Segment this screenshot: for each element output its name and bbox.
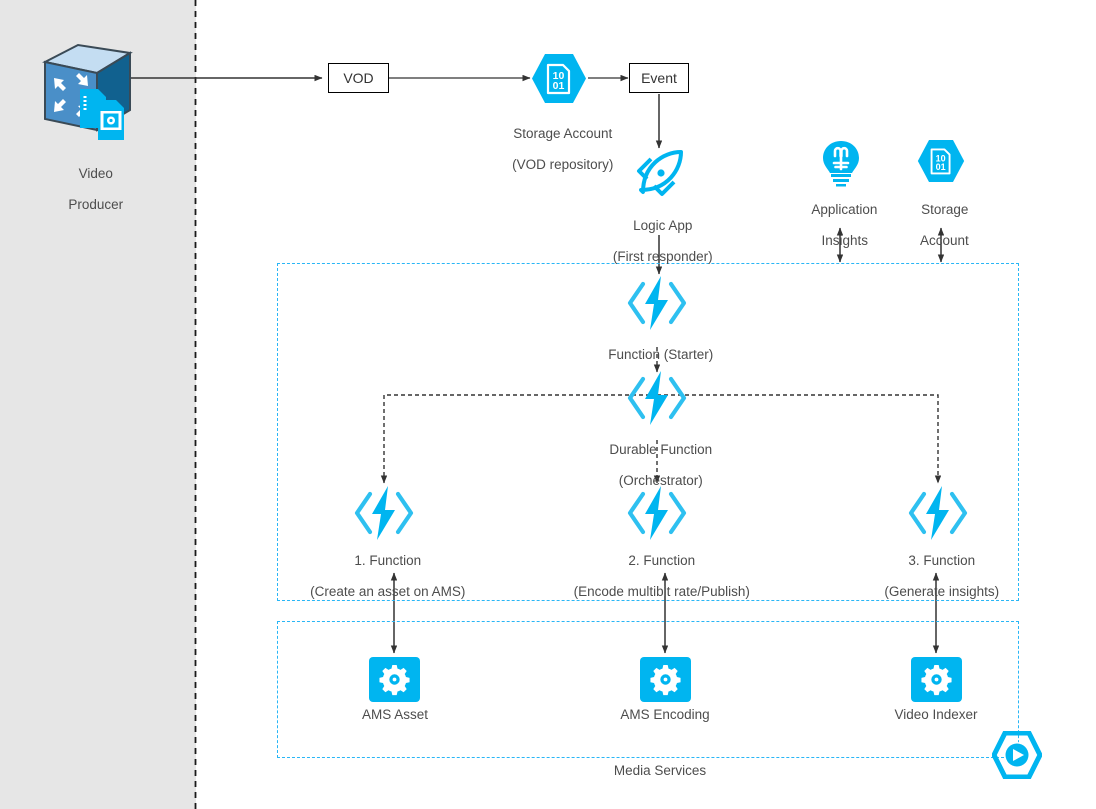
azure-function-icon bbox=[627, 486, 687, 540]
video-indexer-label: Video Indexer bbox=[894, 707, 978, 722]
svg-text:10: 10 bbox=[936, 153, 946, 163]
function-1-label-line2: (Create an asset on AMS) bbox=[310, 583, 466, 599]
logic-app-rocket-icon bbox=[637, 150, 683, 196]
ams-encoding-node[interactable] bbox=[640, 657, 691, 702]
application-insights-bulb-icon bbox=[823, 141, 859, 187]
durable-function-label-line1: Durable Function bbox=[609, 441, 713, 457]
durable-function-node[interactable] bbox=[625, 369, 689, 427]
storage-account-vod-label: Storage Account (VOD repository) bbox=[469, 110, 649, 172]
function-starter-label-line1: Function (Starter) bbox=[608, 346, 714, 362]
svg-text:01: 01 bbox=[936, 162, 946, 172]
storage-account-vod-node[interactable]: 10 01 bbox=[531, 52, 587, 105]
media-services-caption: Media Services bbox=[613, 763, 707, 778]
storage-account-label-line2: Account bbox=[919, 232, 969, 248]
application-insights-label-line1: Application bbox=[811, 201, 878, 217]
application-insights-label-line2: Insights bbox=[821, 232, 869, 248]
event-box[interactable]: Event bbox=[629, 63, 689, 93]
edge-orchestrator-to-function-3 bbox=[657, 394, 942, 484]
ams-gear-icon bbox=[640, 657, 691, 702]
application-insights-label: Application Insights bbox=[770, 186, 912, 248]
logic-app-label-line2: (First responder) bbox=[612, 248, 713, 264]
logic-app-label-line1: Logic App bbox=[633, 217, 693, 233]
video-producer-cube-icon bbox=[42, 43, 133, 140]
video-producer-node[interactable] bbox=[40, 40, 140, 145]
function-1-node[interactable] bbox=[352, 484, 416, 542]
storage-account-vod-label-line2: (VOD repository) bbox=[512, 156, 614, 172]
storage-account-vod-label-line1: Storage Account bbox=[513, 125, 613, 141]
storage-account-label: Storage Account bbox=[876, 186, 1006, 248]
function-3-node[interactable] bbox=[906, 484, 970, 542]
function-1-label-line1: 1. Function bbox=[354, 552, 422, 568]
function-2-node[interactable] bbox=[625, 484, 689, 542]
application-insights-node[interactable] bbox=[818, 139, 864, 187]
svg-text:01: 01 bbox=[553, 80, 565, 92]
function-starter-node[interactable] bbox=[625, 274, 689, 332]
ams-asset-label: AMS Asset bbox=[361, 707, 429, 722]
function-starter-label: Function (Starter) bbox=[567, 331, 747, 362]
azure-function-icon bbox=[627, 276, 687, 330]
ams-encoding-label: AMS Encoding bbox=[620, 707, 710, 722]
function-3-label: 3. Function (Generate insights) bbox=[848, 537, 1028, 599]
azure-function-icon bbox=[908, 486, 968, 540]
function-2-label-line2: (Encode multibit rate/Publish) bbox=[573, 583, 750, 599]
media-services-logo-node bbox=[992, 731, 1042, 779]
durable-function-label: Durable Function (Orchestrator) bbox=[567, 426, 747, 488]
function-1-label: 1. Function (Create an asset on AMS) bbox=[284, 537, 484, 599]
function-2-label-line1: 2. Function bbox=[628, 552, 696, 568]
azure-function-icon bbox=[354, 486, 414, 540]
media-services-container-box bbox=[277, 621, 1019, 758]
ams-gear-icon bbox=[911, 657, 962, 702]
ams-asset-node[interactable] bbox=[369, 657, 420, 702]
logic-app-node[interactable] bbox=[629, 146, 689, 206]
vod-box[interactable]: VOD bbox=[328, 63, 389, 93]
storage-account-hexagon-icon: 10 01 bbox=[532, 54, 586, 103]
video-producer-label-line1: Video bbox=[78, 165, 113, 181]
function-2-label: 2. Function (Encode multibit rate/Publis… bbox=[545, 537, 771, 599]
ams-gear-icon bbox=[369, 657, 420, 702]
durable-function-label-line2: (Orchestrator) bbox=[618, 472, 703, 488]
edge-orchestrator-to-function-1 bbox=[380, 394, 657, 484]
svg-text:10: 10 bbox=[553, 70, 565, 82]
functions-container-box bbox=[277, 263, 1019, 601]
video-producer-label-line2: Producer bbox=[68, 196, 124, 212]
media-services-play-hexagon-icon bbox=[992, 731, 1042, 779]
logic-app-label: Logic App (First responder) bbox=[569, 202, 749, 264]
function-3-label-line2: (Generate insights) bbox=[884, 583, 1000, 599]
storage-account-node[interactable]: 10 01 bbox=[917, 138, 965, 184]
storage-account-label-line1: Storage bbox=[921, 201, 969, 217]
storage-account-hexagon-icon: 10 01 bbox=[917, 140, 965, 182]
video-indexer-node[interactable] bbox=[911, 657, 962, 702]
video-producer-label: Video Producer bbox=[22, 150, 162, 212]
function-3-label-line1: 3. Function bbox=[908, 552, 976, 568]
azure-function-icon bbox=[627, 371, 687, 425]
